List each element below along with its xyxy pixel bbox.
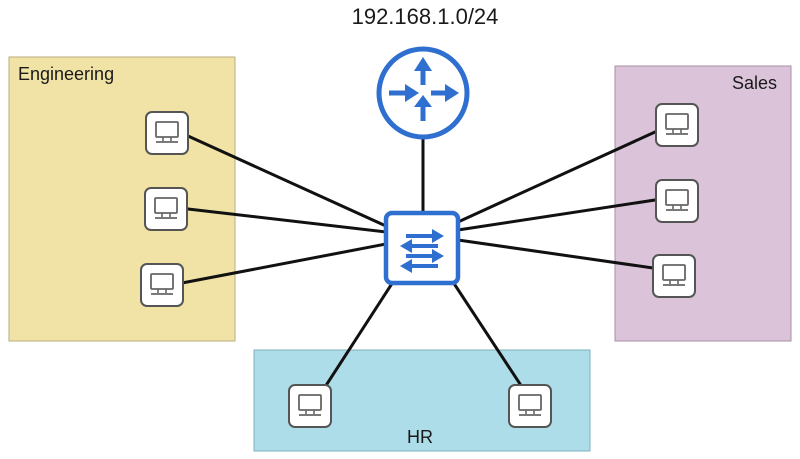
- zone-label-engineering: Engineering: [18, 64, 114, 84]
- pc-icon-sales-2: [655, 179, 699, 223]
- pc-icon-engineering-1: [145, 111, 189, 155]
- zone-label-hr: HR: [407, 427, 433, 447]
- link-eng-pc-2: [186, 207, 388, 234]
- zone-label-sales: Sales: [732, 73, 777, 93]
- pc-icon-hr-2: [508, 384, 552, 428]
- zone-engineering: [8, 56, 236, 342]
- link-sales-pc-1: [456, 130, 657, 224]
- pc-icon-sales-1: [655, 103, 699, 147]
- pc-icon-engineering-2: [144, 187, 188, 231]
- switch-icon: [383, 210, 461, 286]
- link-eng-pc-1: [186, 134, 388, 228]
- link-hr-pc-2: [451, 280, 524, 389]
- pc-icon-engineering-3: [140, 263, 184, 307]
- pc-icon-sales-3: [652, 254, 696, 298]
- router-icon: [376, 46, 470, 140]
- link-hr-pc-1: [323, 280, 395, 389]
- zone-sales: [614, 65, 792, 342]
- link-sales-pc-3: [456, 238, 655, 270]
- link-eng-pc-3: [180, 242, 388, 285]
- link-sales-pc-2: [456, 198, 657, 232]
- links: [180, 130, 657, 389]
- pc-icon-hr-1: [288, 384, 332, 428]
- subnet-label: 192.168.1.0/24: [352, 4, 499, 29]
